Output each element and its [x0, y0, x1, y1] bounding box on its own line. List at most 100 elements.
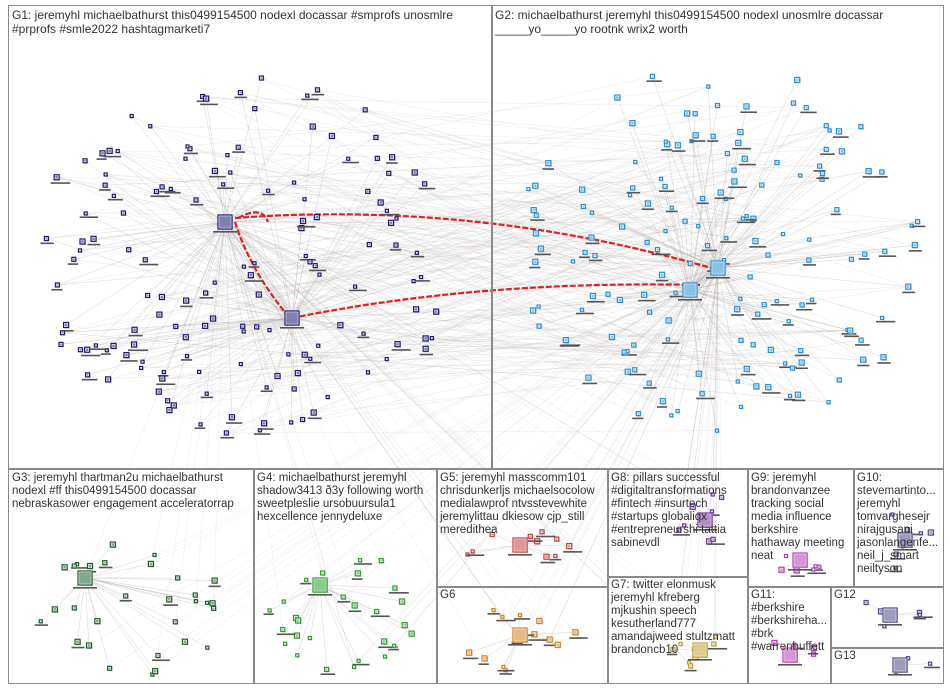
- node-fill: [295, 634, 299, 637]
- node-label-mark: [832, 136, 849, 138]
- node-label-mark: [81, 378, 98, 381]
- node-fill: [906, 528, 909, 531]
- node-fill: [661, 399, 665, 403]
- node-fill: [187, 146, 188, 147]
- node-label-mark: [908, 250, 922, 252]
- node-fill: [467, 651, 471, 654]
- edge: [224, 95, 308, 223]
- edge: [717, 253, 865, 269]
- edge: [646, 242, 691, 291]
- node-fill: [283, 601, 284, 602]
- cross-edge: [414, 172, 918, 222]
- cross-edge: [397, 209, 837, 345]
- cross-edge: [226, 300, 777, 434]
- node-fill: [389, 221, 393, 225]
- node-fill: [916, 220, 919, 223]
- node-fill: [387, 172, 390, 175]
- nodes-layer: [34, 73, 940, 678]
- edge: [46, 238, 293, 319]
- cross-edge: [376, 267, 719, 612]
- cross-edge: [363, 333, 625, 353]
- cross-edge: [224, 221, 547, 557]
- node-label-mark: [258, 428, 274, 430]
- cross-edge: [712, 267, 719, 495]
- cross-edge: [224, 221, 716, 638]
- node-fill: [314, 579, 326, 591]
- edge: [224, 210, 387, 223]
- cross-edge: [60, 142, 739, 345]
- edge: [717, 125, 827, 269]
- cross-edge: [416, 125, 827, 310]
- node-fill: [694, 133, 697, 137]
- node-fill: [142, 361, 143, 362]
- cross-edge: [353, 267, 719, 668]
- cross-edge: [167, 142, 739, 401]
- node-fill: [305, 255, 307, 257]
- node-label-mark: [244, 280, 264, 282]
- node-fill: [533, 260, 537, 264]
- node-fill: [892, 514, 893, 515]
- cross-edge: [680, 267, 719, 645]
- node-fill: [548, 638, 552, 641]
- node-fill: [400, 600, 404, 603]
- cross-edge: [313, 242, 648, 413]
- cross-edge: [80, 309, 582, 350]
- node-label-mark: [707, 647, 728, 650]
- edge: [205, 317, 293, 327]
- node-fill: [104, 184, 106, 186]
- cross-edge: [394, 267, 719, 646]
- node-fill: [918, 611, 921, 614]
- node-label-mark: [783, 398, 796, 401]
- node-label-mark: [180, 305, 193, 308]
- node-label-mark: [496, 619, 516, 622]
- edge: [150, 126, 226, 223]
- edge: [291, 244, 397, 319]
- node-fill: [838, 379, 841, 381]
- node-fill: [413, 171, 417, 174]
- node-fill: [359, 559, 361, 561]
- edge: [664, 186, 691, 291]
- node-fill: [743, 157, 747, 161]
- cross-edge: [539, 267, 719, 621]
- edge: [319, 584, 395, 589]
- node-fill: [514, 629, 526, 641]
- edge: [671, 289, 691, 416]
- node-fill: [393, 645, 395, 647]
- cross-edge: [56, 177, 703, 199]
- node-label-mark: [466, 554, 485, 556]
- node-fill: [882, 355, 885, 359]
- cross-edge: [213, 318, 786, 364]
- node-fill: [907, 657, 909, 659]
- cross-edge: [202, 96, 645, 296]
- cross-edge: [317, 89, 594, 297]
- cross-edge: [243, 212, 592, 267]
- cross-edge: [62, 170, 869, 333]
- edge: [224, 221, 387, 360]
- node-fill: [818, 165, 821, 167]
- node-fill: [276, 374, 279, 378]
- node-fill: [769, 348, 773, 352]
- node-fill: [716, 430, 718, 431]
- cross-edge: [256, 178, 662, 328]
- node-fill: [53, 608, 57, 611]
- node-fill: [556, 643, 559, 647]
- node-label-mark: [89, 348, 108, 351]
- node-fill: [214, 282, 216, 283]
- edge: [565, 289, 691, 341]
- cross-edge: [167, 240, 756, 401]
- cross-edge: [224, 221, 355, 667]
- node-fill: [895, 567, 896, 568]
- node-fill: [105, 174, 106, 175]
- cross-edge: [56, 177, 829, 403]
- node-fill: [863, 253, 866, 255]
- edge: [309, 584, 321, 639]
- cross-edge: [85, 213, 593, 297]
- cross-edge: [224, 221, 713, 512]
- edge: [185, 158, 226, 223]
- cross-edge: [56, 177, 639, 414]
- node-fill: [146, 294, 149, 297]
- node-label-mark: [534, 253, 551, 256]
- cross-edge: [162, 320, 789, 379]
- node-fill: [651, 75, 654, 78]
- node-fill: [884, 625, 885, 627]
